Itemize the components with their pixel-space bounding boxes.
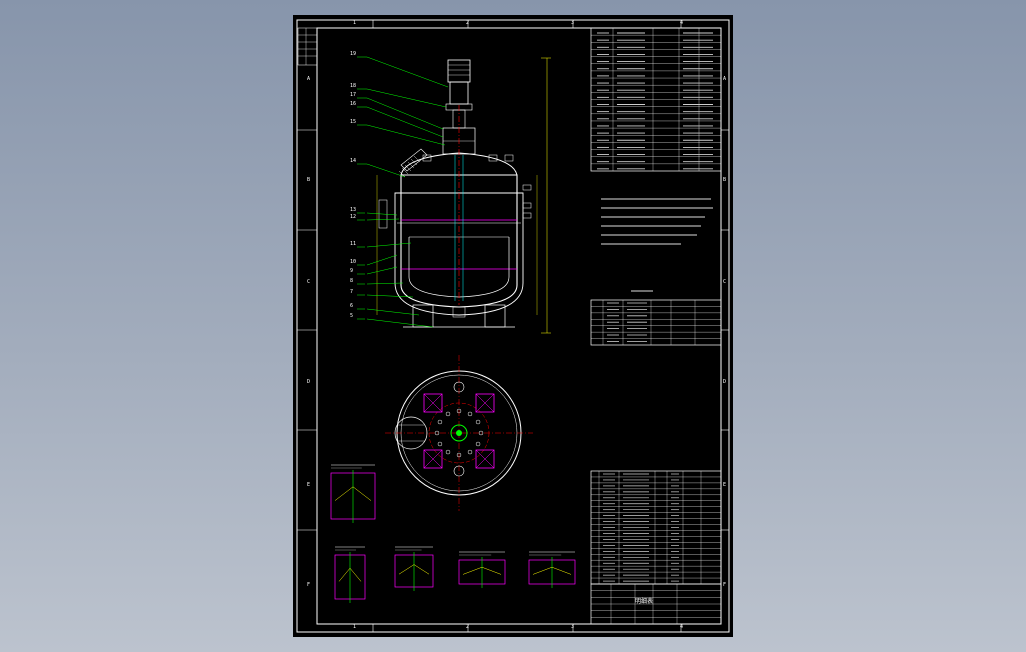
zone-col-bottom-3: 3 xyxy=(571,624,575,630)
zone-col-top-2: 2 xyxy=(466,20,470,26)
zone-row-right-E: E xyxy=(723,482,727,488)
balloon-11: 11 xyxy=(350,241,357,247)
zone-row-left-A: A xyxy=(307,76,311,82)
plan-lug-2 xyxy=(475,393,495,413)
balloon-9: 9 xyxy=(350,268,354,274)
nozzle-table xyxy=(590,299,722,346)
zone-row-left-F: F xyxy=(307,582,311,588)
balloon-6: 6 xyxy=(350,303,354,309)
zone-col-top-4: 4 xyxy=(680,20,684,26)
balloon-7: 7 xyxy=(350,289,354,295)
zone-col-bottom-2: 2 xyxy=(466,624,470,630)
zone-row-right-F: F xyxy=(723,582,727,588)
balloon-8: 8 xyxy=(350,278,354,284)
balloon-13: 13 xyxy=(350,207,357,213)
plan-lug-1 xyxy=(423,393,443,413)
balloon-5: 5 xyxy=(350,313,354,319)
balloon-12: 12 xyxy=(350,214,357,220)
bottom-valve xyxy=(452,306,466,318)
parts-table-title: 明细表 xyxy=(635,598,654,605)
gearbox xyxy=(449,81,469,105)
inner-border xyxy=(316,27,722,625)
zone-row-left-B: B xyxy=(307,177,311,183)
balloon-16: 16 xyxy=(350,101,357,107)
balloon-17: 17 xyxy=(350,92,357,98)
revision-box xyxy=(297,27,318,66)
motor xyxy=(447,59,471,83)
zone-col-bottom-1: 1 xyxy=(353,624,357,630)
plan-lug-3 xyxy=(423,449,443,469)
plan-lug-4 xyxy=(475,449,495,469)
plan-manway xyxy=(394,416,428,450)
outer-border xyxy=(296,19,730,633)
balloon-18: 18 xyxy=(350,83,357,89)
zone-row-left-E: E xyxy=(307,482,311,488)
zone-row-right-C: C xyxy=(723,279,727,285)
zone-col-top-3: 3 xyxy=(571,20,575,26)
zone-col-bottom-4: 4 xyxy=(680,624,684,630)
zone-row-right-D: D xyxy=(723,379,727,385)
balloon-19: 19 xyxy=(350,51,357,57)
balloon-10: 10 xyxy=(350,259,357,265)
drawing-canvas xyxy=(296,19,730,633)
zone-row-right-A: A xyxy=(723,76,727,82)
zone-row-right-B: B xyxy=(723,177,727,183)
balloon-15: 15 xyxy=(350,119,357,125)
zone-row-left-C: C xyxy=(307,279,311,285)
zone-row-left-D: D xyxy=(307,379,311,385)
balloon-14: 14 xyxy=(350,158,357,164)
zone-col-top-1: 1 xyxy=(353,20,357,26)
